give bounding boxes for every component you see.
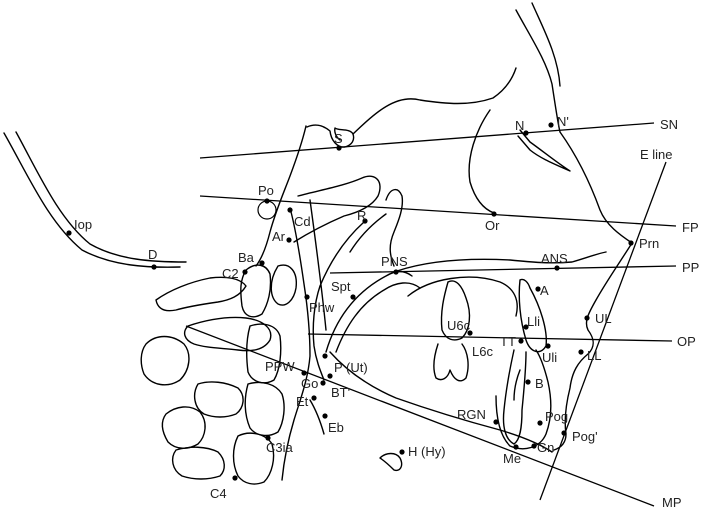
pns-label: PNS	[381, 254, 408, 269]
prn-point	[628, 240, 634, 246]
pog-soft-label: Pog'	[572, 429, 598, 444]
ul-point	[584, 315, 590, 321]
mp-label: MP	[662, 495, 682, 510]
cd-point	[287, 207, 293, 213]
e-line-label: E line	[640, 147, 673, 162]
uli-point	[545, 343, 551, 349]
ppw-label: PPW	[265, 359, 295, 374]
ll-label: LL	[587, 348, 601, 363]
pog-soft-point	[561, 430, 567, 436]
n-point	[523, 130, 529, 136]
c3ia-point	[265, 435, 271, 441]
n-soft-label: N'	[557, 114, 569, 129]
ba-point	[259, 260, 265, 266]
gn-label: Gn	[537, 440, 554, 455]
fp-line	[199, 195, 677, 227]
spt-label: Spt	[331, 279, 351, 294]
tt-point	[518, 338, 524, 344]
lli-label: Lli	[527, 314, 540, 329]
c2-point	[242, 269, 248, 275]
h-hy-point	[399, 449, 405, 455]
p-ut-label: P (Ut)	[334, 360, 368, 375]
fp-label: FP	[682, 220, 699, 235]
uli-label: Uli	[542, 350, 557, 365]
b-point	[525, 379, 531, 385]
or-label: Or	[485, 218, 500, 233]
d-point	[151, 264, 157, 270]
h-hy-label: H (Hy)	[408, 444, 446, 459]
b-label: B	[535, 376, 544, 391]
phw-label: Phw	[309, 300, 335, 315]
n-soft-point	[548, 122, 554, 128]
go-label: Go	[301, 376, 318, 391]
n-label: N	[515, 118, 524, 133]
a-label: A	[540, 283, 549, 298]
et-label: Et	[296, 394, 309, 409]
bt-point	[327, 373, 333, 379]
u6c-label: U6c	[447, 318, 471, 333]
iop-point	[66, 230, 72, 236]
ppw-point	[301, 370, 307, 376]
c2-label: C2	[222, 266, 239, 281]
s-label: S	[334, 131, 343, 146]
sn-label: SN	[660, 117, 678, 132]
skull-outlines	[3, 2, 633, 485]
sn-line	[199, 122, 655, 159]
r-label: R	[357, 208, 366, 223]
s-point	[336, 145, 342, 151]
or-point	[491, 211, 497, 217]
d-label: D	[148, 247, 157, 262]
mp-line	[185, 325, 655, 507]
eb-label: Eb	[328, 420, 344, 435]
pns-point	[393, 269, 399, 275]
r-point	[362, 218, 368, 224]
go-point	[320, 380, 326, 386]
op-line	[307, 333, 673, 342]
pp-line	[329, 265, 677, 274]
ar-label: Ar	[272, 229, 286, 244]
ar-point	[286, 237, 292, 243]
po-point	[264, 198, 270, 204]
ba-label: Ba	[238, 250, 255, 265]
tt-label: TT	[500, 334, 516, 349]
c4-point	[232, 475, 238, 481]
me-point	[513, 444, 519, 450]
pp-label: PP	[682, 260, 699, 275]
iop-label: Iop	[74, 217, 92, 232]
me-label: Me	[503, 451, 521, 466]
pog-point	[537, 420, 543, 426]
reference-line-labels: SN FP PP OP MP E line	[640, 117, 699, 510]
po-label: Po	[258, 183, 274, 198]
a-point	[535, 286, 541, 292]
rgn-point	[493, 419, 499, 425]
c3ia-label: C3ia	[266, 440, 294, 455]
landmark-labels: S N N' Po Or Cd Ar R Ba C2 Iop D PNS ANS…	[74, 114, 659, 501]
c4-label: C4	[210, 486, 227, 501]
reference-line-group	[185, 122, 677, 507]
ll-point	[578, 349, 584, 355]
spt-point	[350, 294, 356, 300]
phw-point	[304, 294, 310, 300]
ul-label: UL	[595, 311, 612, 326]
op-label: OP	[677, 334, 696, 349]
bt-label: BT'	[331, 385, 350, 400]
p-ut-point	[322, 353, 328, 359]
l6c-label: L6c	[472, 344, 493, 359]
landmark-points	[66, 122, 634, 481]
ans-point	[554, 265, 560, 271]
et-point	[311, 395, 317, 401]
rgn-label: RGN	[457, 407, 486, 422]
gn-point	[531, 443, 537, 449]
e-line	[539, 161, 667, 501]
lli-point	[523, 324, 529, 330]
ans-label: ANS	[541, 251, 568, 266]
u6c-point	[467, 330, 473, 336]
cd-label: Cd	[294, 214, 311, 229]
eb-point	[322, 413, 328, 419]
prn-label: Prn	[639, 236, 659, 251]
pog-label: Pog	[545, 409, 568, 424]
